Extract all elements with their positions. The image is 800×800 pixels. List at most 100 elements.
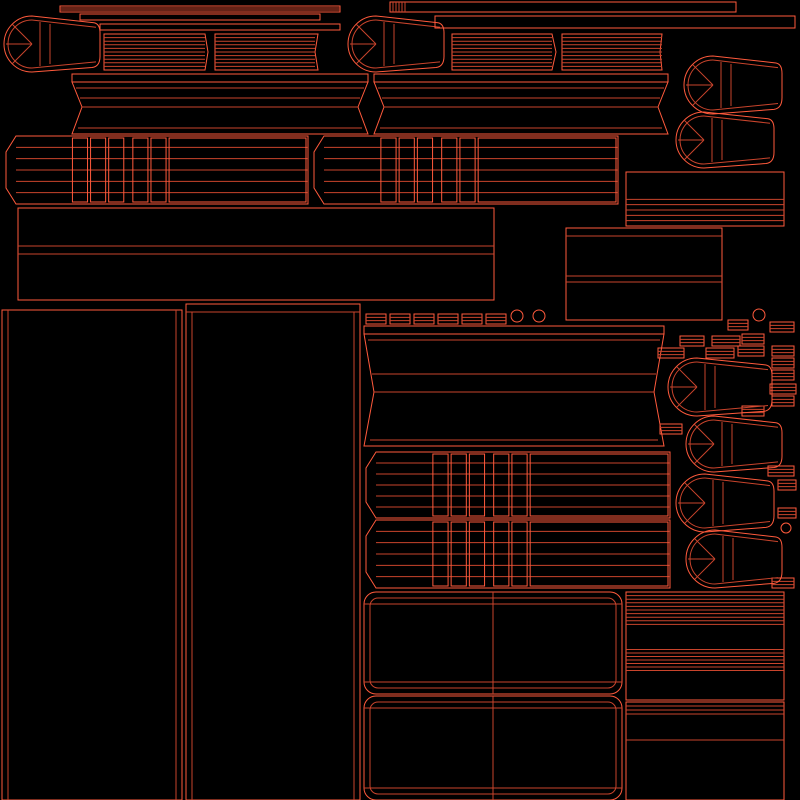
tile-r-5 — [741, 333, 765, 345]
cap-right-3 — [676, 366, 698, 388]
cap-top-mid — [375, 19, 441, 28]
tile-r-6 — [657, 347, 685, 359]
cap-right-6 — [694, 538, 716, 560]
cap-right-2 — [684, 139, 705, 160]
band-c — [365, 451, 671, 519]
cap-right-4 — [694, 443, 715, 464]
band-b — [459, 137, 476, 203]
band-a — [5, 135, 309, 205]
band-c — [529, 453, 669, 517]
band-d — [493, 521, 510, 587]
band-b — [441, 137, 458, 203]
slab-top-3 — [451, 33, 557, 71]
slab-top-1 — [103, 33, 209, 71]
band-d — [450, 521, 467, 587]
band-b — [380, 137, 397, 203]
cap-top-mid — [356, 24, 377, 45]
cap-right-6 — [714, 533, 779, 543]
slab-top-4 — [561, 33, 663, 71]
tile-r-8 — [737, 345, 765, 357]
cap-right-1 — [712, 103, 779, 111]
band-a — [71, 137, 89, 203]
cap-right-1 — [692, 64, 714, 86]
cap-right-2 — [703, 157, 771, 165]
knob-d — [780, 522, 792, 534]
cap-right-6 — [714, 577, 779, 585]
tile-row-4 — [461, 313, 483, 325]
cap-right-4 — [685, 415, 783, 473]
cap-top-left — [12, 24, 33, 45]
cap-right-2 — [684, 120, 705, 141]
tile-row-3 — [437, 313, 459, 325]
band-b — [398, 137, 415, 203]
band-d — [365, 519, 671, 589]
knob-c — [752, 308, 766, 322]
tile-r-18 — [777, 507, 797, 519]
band-b — [477, 137, 617, 203]
strip-top-b — [79, 13, 321, 21]
cap-top-left — [31, 61, 97, 69]
band-c — [450, 453, 467, 517]
slab-top-2 — [214, 33, 319, 71]
cap-right-1 — [692, 84, 714, 106]
tile-row-1 — [389, 313, 411, 325]
tile-row-5 — [485, 313, 507, 325]
cap-top-mid — [375, 61, 441, 69]
cap-top-left — [3, 15, 101, 73]
tall-panel-right — [185, 303, 361, 800]
band-c — [432, 453, 449, 517]
cap-top-left — [12, 43, 33, 64]
tile-r-15 — [659, 423, 683, 435]
cap-right-3 — [696, 405, 769, 413]
tile-r-19 — [771, 577, 795, 589]
tile-r-2 — [769, 321, 795, 333]
tile-r-17 — [777, 479, 797, 491]
band-c — [511, 453, 528, 517]
tile-r-1 — [727, 319, 749, 331]
band-d — [529, 521, 669, 587]
band-a — [150, 137, 167, 203]
cap-right-6 — [685, 529, 783, 589]
tile-row-2 — [413, 313, 435, 325]
cap-right-5 — [684, 502, 706, 524]
cap-right-3 — [696, 361, 769, 371]
cap-right-1 — [683, 55, 783, 115]
band-a — [168, 137, 307, 203]
knob-a — [510, 309, 524, 323]
tile-r-7 — [705, 347, 735, 359]
cap-right-1 — [712, 59, 779, 69]
panel-stripes-br-a — [625, 591, 785, 701]
knob-b — [532, 309, 546, 323]
band-c — [468, 453, 486, 517]
cap-right-5 — [704, 521, 771, 529]
cap-right-4 — [713, 461, 779, 469]
strip-top-d — [389, 1, 737, 13]
band-d — [511, 521, 528, 587]
tile-r-12 — [769, 383, 797, 395]
band-d — [432, 521, 449, 587]
band-d — [468, 521, 486, 587]
tile-row-0 — [365, 313, 387, 325]
tall-panel-left — [1, 309, 183, 800]
band-c — [493, 453, 510, 517]
cap-right-3 — [667, 357, 773, 417]
cap-right-5 — [684, 482, 706, 504]
band-a — [108, 137, 125, 203]
tile-r-16 — [767, 465, 795, 477]
band-b — [313, 135, 619, 205]
band-a — [132, 137, 149, 203]
band-b — [416, 137, 434, 203]
cap-top-left — [31, 19, 97, 28]
strip-top-a — [59, 5, 341, 13]
cap-right-4 — [713, 419, 779, 428]
cap-top-mid — [356, 43, 377, 64]
tile-r-9 — [771, 345, 795, 357]
cap-right-6 — [694, 558, 716, 580]
cap-right-5 — [704, 477, 771, 487]
cap-right-3 — [676, 386, 698, 408]
cap-right-2 — [703, 115, 771, 124]
tile-r-10 — [771, 357, 795, 369]
